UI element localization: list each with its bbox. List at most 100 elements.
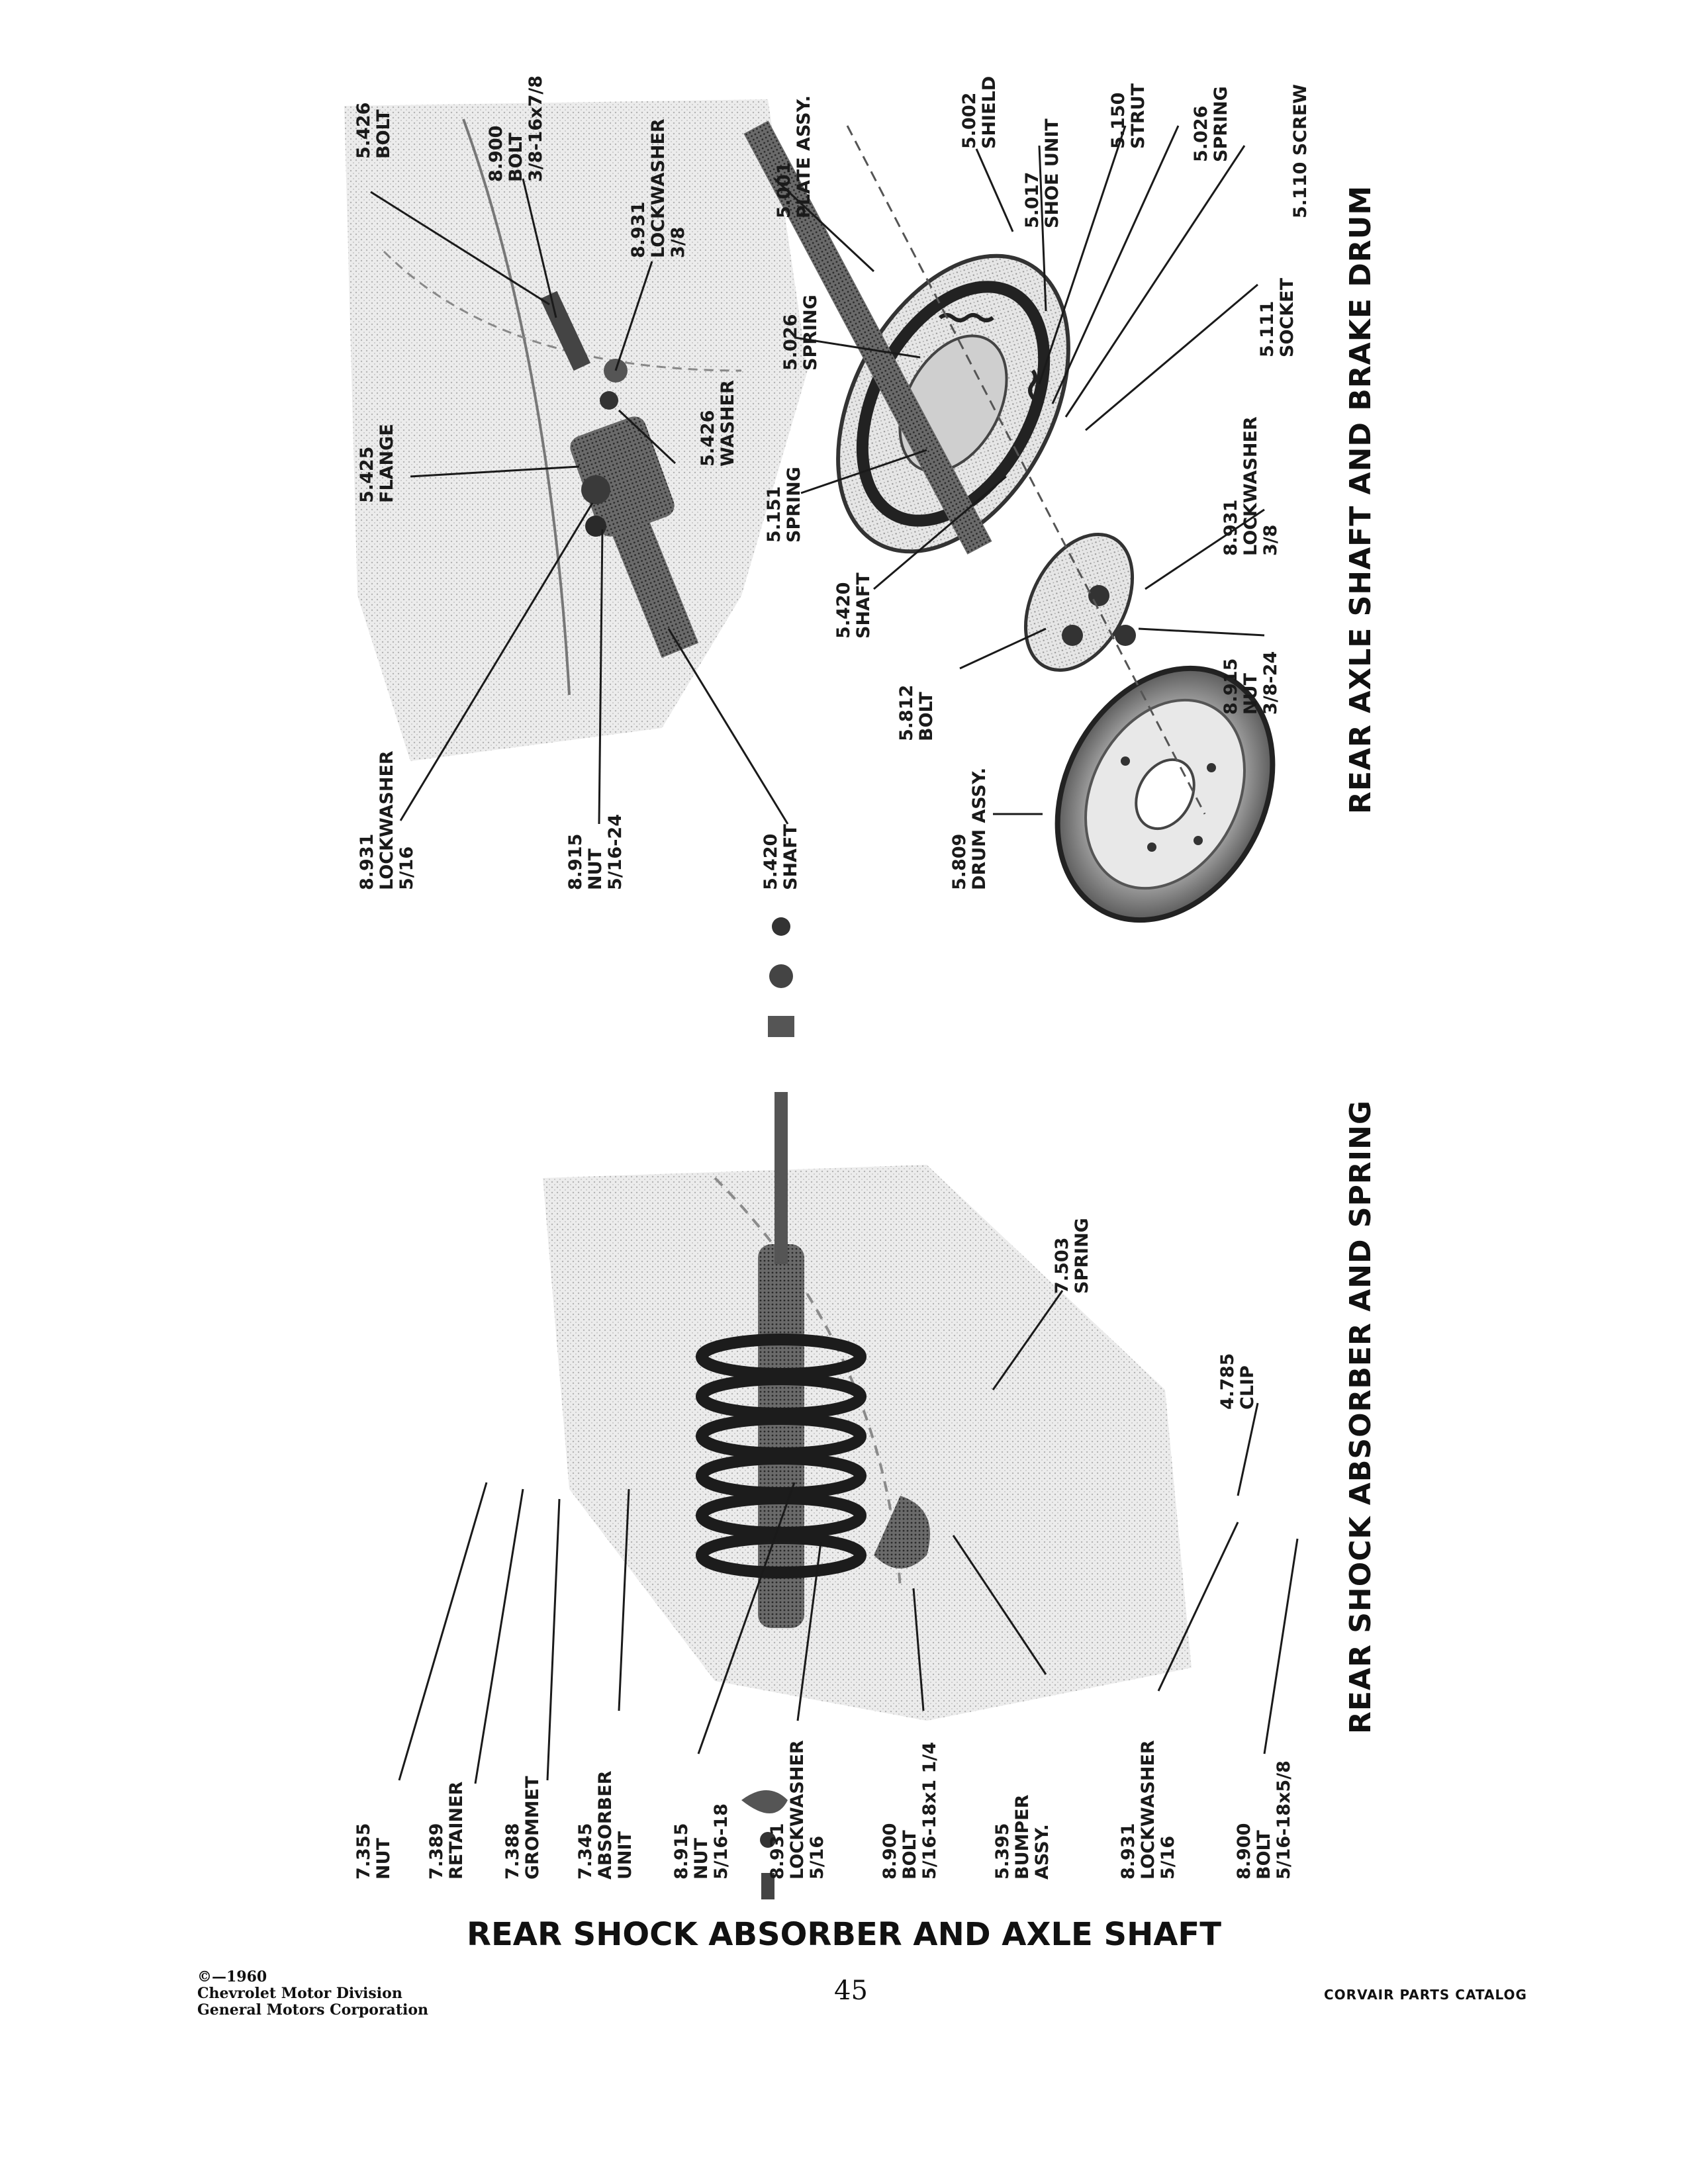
part-number: 5.001 xyxy=(774,161,794,218)
part-number: 8.931 xyxy=(1118,1823,1139,1880)
part-number: 5.111 xyxy=(1257,300,1278,357)
part-number: 7.355 xyxy=(353,1823,374,1880)
part-number: 5.026 xyxy=(1191,105,1211,162)
part-number: 8.915 xyxy=(671,1823,692,1880)
label-plate-assy: 5.001 PLATE ASSY. xyxy=(774,95,814,218)
part-number: 8.900 xyxy=(1234,1823,1254,1880)
part-number: 5.425 xyxy=(357,446,377,503)
part-number: 5.809 xyxy=(949,833,970,890)
part-size: 5/16-18 xyxy=(711,1803,731,1880)
part-number: 8.900 xyxy=(880,1823,900,1880)
part-number: 8.931 xyxy=(357,833,377,890)
part-name: BOLT xyxy=(1254,1830,1274,1880)
label-bolt-5-16-18x1-1-4: 8.900 BOLT 5/16-18x1 1/4 xyxy=(880,1742,940,1880)
part-name: NUT xyxy=(691,1838,712,1880)
part-size: 3/8-16x7/8 xyxy=(526,75,546,182)
part-number: 8.931 xyxy=(767,1823,788,1880)
part-name: SHAFT xyxy=(853,572,874,639)
part-number: 7.388 xyxy=(502,1823,523,1880)
label-lockwasher-5-16: 8.931 LOCKWASHER 5/16 xyxy=(357,751,417,890)
part-name: LOCKWASHER xyxy=(1241,416,1261,556)
axle-lower-art xyxy=(743,120,1276,923)
label-lockwasher-shock-1: 8.931 LOCKWASHER 5/16 xyxy=(767,1740,827,1880)
part-size: 5/16 xyxy=(807,1835,827,1880)
label-nut-3-8-24: 8.915 NUT 3/8-24 xyxy=(1221,651,1281,715)
part-number: 5.017 xyxy=(1022,171,1043,228)
part-name: SPRING xyxy=(1072,1218,1092,1294)
part-number: 5.426 xyxy=(698,410,718,467)
label-grommet: 7.388 GROMMET xyxy=(502,1776,543,1880)
part-size: 3/8-24 xyxy=(1260,651,1281,715)
part-name-2: UNIT xyxy=(615,1831,635,1880)
part-number: 8.915 xyxy=(1221,658,1241,715)
catalog-name: CORVAIR PARTS CATALOG xyxy=(1324,1987,1527,2003)
label-spring-5-026-left: 5.026 SPRING xyxy=(780,295,821,371)
part-number: 5.151 xyxy=(764,486,784,543)
part-name: NUT xyxy=(373,1838,394,1880)
label-shoe-unit: 5.017 SHOE UNIT xyxy=(1022,118,1062,228)
label-strut: 5.150 STRUT xyxy=(1108,83,1149,149)
copyright-division: Chevrolet Motor Division xyxy=(197,1985,402,2002)
label-shaft-lower: 5.420 SHAFT xyxy=(833,572,874,639)
label-absorber-unit: 7.345 ABSORBER UNIT xyxy=(575,1771,635,1880)
part-number: 8.900 xyxy=(486,125,506,182)
label-clip: 4.785 CLIP xyxy=(1217,1353,1258,1410)
copyright-corporation: General Motors Corporation xyxy=(197,2001,429,2019)
label-drum-assy: 5.809 DRUM ASSY. xyxy=(949,767,990,890)
part-number: 5.150 xyxy=(1108,92,1129,149)
part-name: PLATE ASSY. xyxy=(794,95,814,218)
part-number: 7.345 xyxy=(575,1823,596,1880)
part-name-2: ASSY. xyxy=(1032,1824,1053,1880)
label-nut-5-16-18: 8.915 NUT 5/16-18 xyxy=(671,1803,731,1880)
part-size: 5/16 xyxy=(1158,1835,1178,1880)
part-name: GROMMET xyxy=(522,1776,543,1880)
part-name: STRUT xyxy=(1128,83,1149,149)
part-name: SHOE UNIT xyxy=(1042,118,1062,228)
part-size: 5/16-18x1 1/4 xyxy=(919,1741,940,1880)
label-screw: 5.110 SCREW xyxy=(1290,83,1311,218)
part-name: SPRING xyxy=(1211,86,1231,162)
part-name: BUMPER xyxy=(1012,1794,1033,1880)
part-size: 5/16-18x5/8 xyxy=(1274,1760,1294,1880)
page-number: 45 xyxy=(834,1976,868,2006)
label-nut-5-16-24: 8.915 NUT 5/16-24 xyxy=(565,813,626,890)
label-flange: 5.425 FLANGE xyxy=(357,424,397,503)
label-shaft-upper: 5.420 SHAFT xyxy=(761,824,801,890)
label-spring-5-151: 5.151 SPRING xyxy=(764,467,804,543)
part-number: 5.026 xyxy=(780,314,801,371)
part-name: BOLT xyxy=(900,1830,920,1880)
part-name: SOCKET xyxy=(1277,278,1297,357)
label-bumper-assy: 5.395 BUMPER ASSY. xyxy=(992,1794,1053,1880)
part-number: 5.110 SCREW xyxy=(1290,83,1311,218)
part-name: BOLT xyxy=(373,109,394,159)
part-number: 8.931 xyxy=(628,201,649,258)
shock-art xyxy=(543,917,1192,1899)
part-number: 5.395 xyxy=(992,1823,1013,1880)
label-bolt-3-8-16: 8.900 BOLT 3/8-16x7/8 xyxy=(486,75,546,182)
label-lockwasher-3-8-upper: 8.931 LOCKWASHER 3/8 xyxy=(628,118,688,258)
label-bolt-5-426: 5.426 BOLT xyxy=(353,102,394,159)
part-number: 7.503 xyxy=(1052,1237,1072,1294)
part-name: BOLT xyxy=(916,692,937,741)
copyright-block: ©—1960 Chevrolet Motor Division General … xyxy=(197,1969,428,2019)
label-spring-5-026-right: 5.026 SPRING xyxy=(1191,86,1231,162)
part-number: 5.002 xyxy=(959,92,980,149)
label-bolt-5-16-18x5-8: 8.900 BOLT 5/16-18x5/8 xyxy=(1234,1760,1294,1880)
part-number: 5.426 xyxy=(353,102,374,159)
part-name: NUT xyxy=(585,848,606,890)
part-size: 5/16 xyxy=(397,846,417,890)
leader-lines xyxy=(370,125,1299,1784)
label-lockwasher-shock-2: 8.931 LOCKWASHER 5/16 xyxy=(1118,1740,1178,1880)
label-washer: 5.426 WASHER xyxy=(698,380,738,467)
section-title-axle: REAR AXLE SHAFT AND BRAKE DRUM xyxy=(1344,185,1378,814)
part-name: WASHER xyxy=(718,380,738,467)
part-size: 5/16-24 xyxy=(605,813,626,890)
part-name: BOLT xyxy=(506,132,526,182)
part-name: LOCKWASHER xyxy=(1138,1740,1158,1880)
part-name: LOCKWASHER xyxy=(787,1740,808,1880)
label-socket: 5.111 SOCKET xyxy=(1257,278,1297,357)
part-size: 3/8 xyxy=(668,226,688,258)
part-name: DRUM ASSY. xyxy=(969,767,990,890)
part-name: SHAFT xyxy=(780,824,801,890)
part-number: 8.915 xyxy=(565,833,586,890)
